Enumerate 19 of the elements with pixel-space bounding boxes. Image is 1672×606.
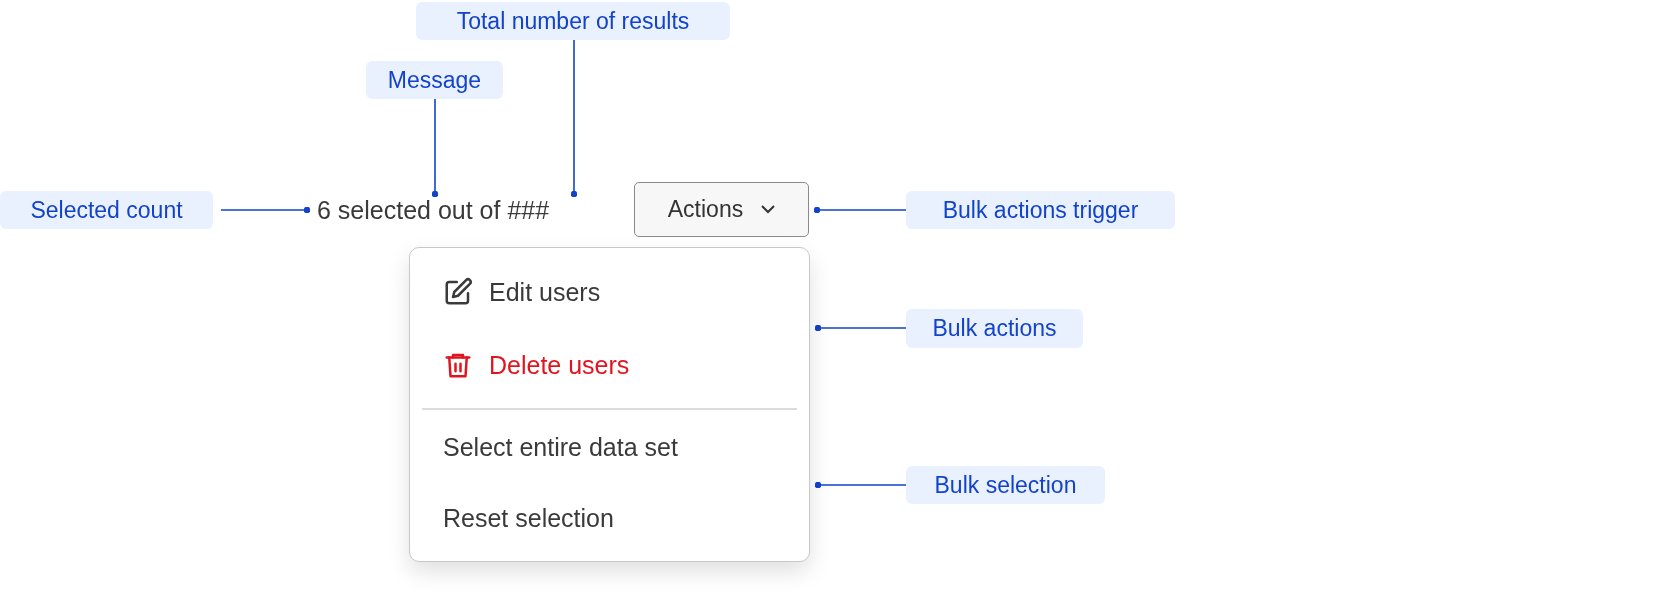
callout-label: Total number of results	[416, 2, 730, 40]
actions-dropdown-button: Actions	[634, 182, 809, 237]
callout-label: Bulk selection	[906, 466, 1105, 504]
menu-item-label: Delete users	[489, 350, 630, 380]
leader-line	[814, 324, 907, 332]
leader-line	[570, 39, 578, 198]
menu-item-label: Reset selection	[443, 503, 614, 533]
menu-item-label: Edit users	[489, 277, 601, 307]
callout-label: Bulk actions trigger	[906, 191, 1175, 229]
leader-line	[814, 481, 907, 489]
callout-label: Bulk actions	[906, 309, 1083, 348]
leader-line	[431, 98, 439, 198]
leader-line	[813, 206, 907, 214]
dropdown-menu	[409, 247, 810, 562]
menu-item-label: Select entire data set	[443, 432, 678, 462]
callout-label: Selected count	[0, 191, 213, 229]
leader-line	[220, 206, 311, 214]
selection-message: 6 selected out of ###	[307, 194, 607, 226]
callout-label: Message	[366, 61, 503, 99]
